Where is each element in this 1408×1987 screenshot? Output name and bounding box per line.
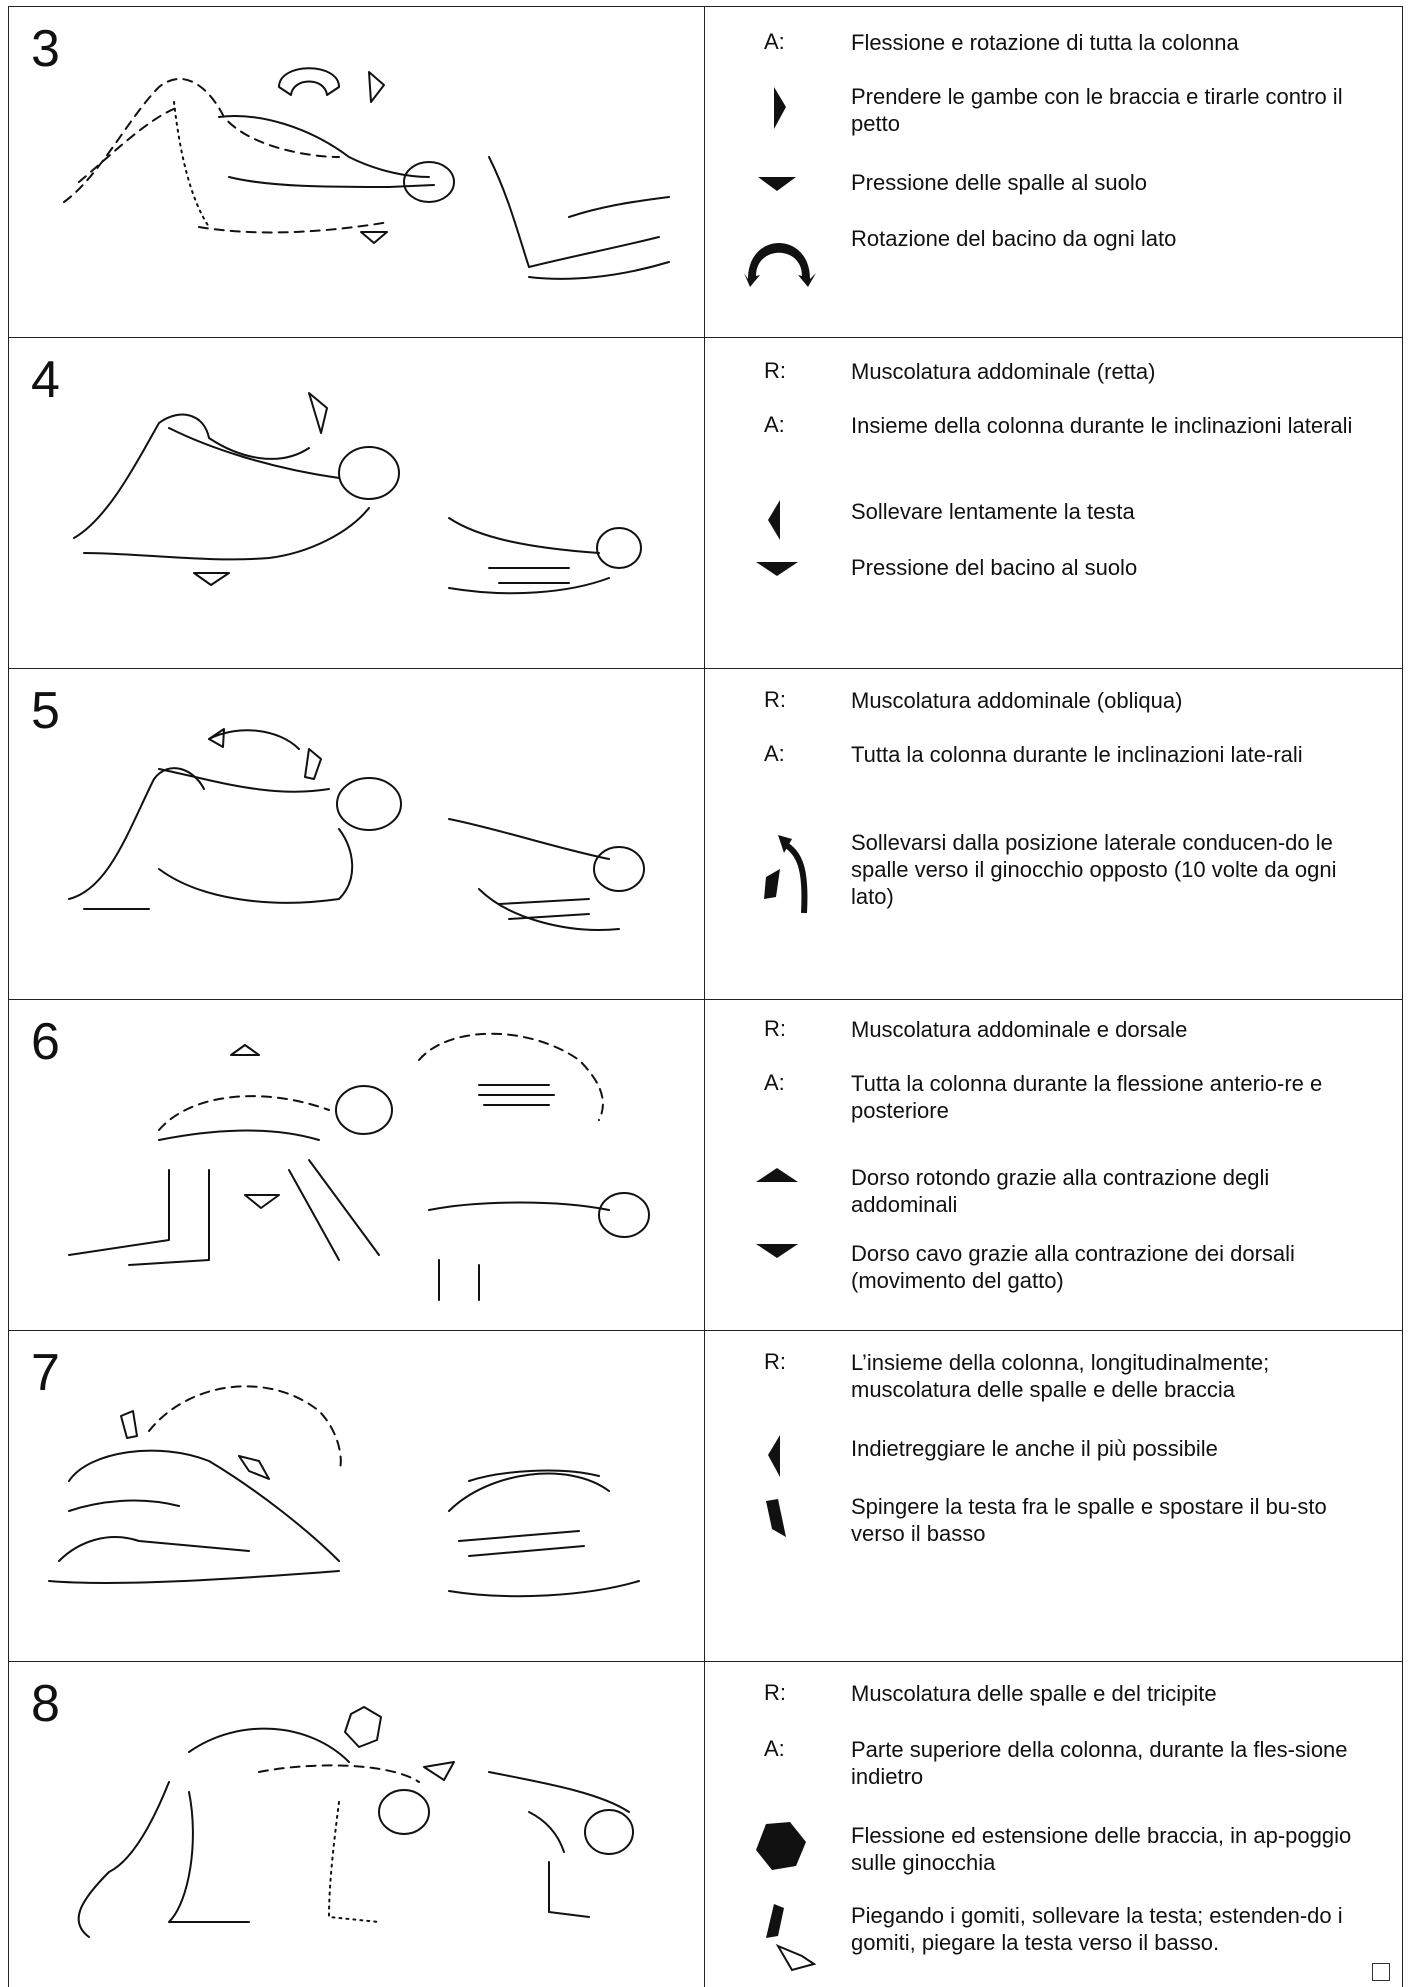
exercise-illustration: [63, 67, 670, 280]
illustration-panel: 8: [9, 1662, 705, 1987]
description-panel: R: Muscolatura addominale e dorsale A: T…: [706, 1000, 1402, 1330]
item-code: A:: [764, 29, 785, 54]
item-text: Sollevarsi dalla posizione laterale cond…: [851, 830, 1337, 909]
exercise-sheet: 3 A: Flessione e rotazione di tutta: [8, 6, 1403, 1987]
exercise-row-8: 8 R: Muscolatura delle spalle e del tric…: [9, 1662, 1402, 1987]
exercise-illustration: [73, 392, 642, 595]
exercise-number: 6: [31, 1013, 60, 1071]
item-text: Parte superiore della colonna, durante l…: [851, 1737, 1348, 1789]
item-text: Dorso rotondo grazie alla contrazione de…: [851, 1165, 1270, 1217]
exercise-illustration: [77, 1706, 634, 1938]
item-text: Insieme della colonna durante le inclina…: [851, 413, 1353, 438]
exercise-row-7: 7 R: L’insieme della colonna, longitudin…: [9, 1331, 1402, 1662]
illustration-panel: 6: [9, 1000, 705, 1330]
exercise-number: 5: [31, 682, 60, 740]
description-panel: R: L’insieme della colonna, longitudinal…: [706, 1331, 1402, 1661]
item-text: Pressione del bacino al suolo: [851, 555, 1138, 580]
exercise-illustration: [48, 1385, 640, 1598]
item-code: R:: [764, 1680, 786, 1705]
arrow-down-icon: [758, 177, 796, 191]
exercise-row-3: 3 A: Flessione e rotazione di tutta: [9, 7, 1402, 338]
arrow-left-icon: [768, 1435, 780, 1477]
double-arrow-icon: [756, 1822, 806, 1870]
curved-lift-arrow-icon: [764, 835, 808, 914]
exercise-row-5: 5 R: Muscolatura addominale (obliqua): [9, 669, 1402, 1000]
item-code: R:: [764, 687, 786, 712]
arrow-left-icon: [768, 500, 780, 540]
exercise-row-6: 6 R: Muscolatura addominale: [9, 1000, 1402, 1331]
description-panel: R: Muscolatura addominale (retta) A: Ins…: [706, 338, 1402, 668]
head-lift-arrows-icon: [766, 1904, 816, 1972]
item-code: A:: [764, 741, 785, 766]
item-text: Spingere la testa fra le spalle e sposta…: [851, 1494, 1327, 1546]
exercise-number: 7: [31, 1344, 60, 1402]
item-text: Prendere le gambe con le braccia e tirar…: [851, 84, 1343, 136]
arrow-up-icon: [756, 1168, 798, 1182]
rotation-arc-icon: [744, 243, 816, 287]
item-code: A:: [764, 412, 785, 437]
arrow-down-left-icon: [766, 1499, 786, 1537]
exercise-row-4: 4 R: Muscolatura addominale (retta) A:: [9, 338, 1402, 669]
exercise-number: 4: [31, 351, 60, 409]
item-text: Muscolatura addominale (obliqua): [851, 688, 1183, 713]
item-code: A:: [764, 1070, 785, 1095]
item-text: Flessione ed estensione delle braccia, i…: [851, 1823, 1352, 1875]
illustration-panel: 5: [9, 669, 705, 999]
description-panel: A: Flessione e rotazione di tutta la col…: [706, 7, 1402, 337]
item-code: R:: [764, 1349, 786, 1374]
exercise-illustration: [68, 728, 645, 931]
end-square-icon: [1372, 1963, 1390, 1981]
item-code: R:: [764, 358, 786, 383]
item-text: Tutta la colonna durante le inclinazioni…: [851, 742, 1303, 767]
item-text: Tutta la colonna durante la flessione an…: [851, 1071, 1323, 1123]
item-text: Muscolatura addominale e dorsale: [851, 1017, 1188, 1042]
arrow-down-icon: [756, 562, 798, 576]
item-code: R:: [764, 1016, 786, 1041]
item-text: Pressione delle spalle al suolo: [851, 170, 1147, 195]
arrow-down-icon: [756, 1244, 798, 1258]
item-code: A:: [764, 1736, 785, 1761]
item-text: Indietreggiare le anche il più possibile: [851, 1436, 1218, 1461]
arrow-right-icon: [774, 87, 786, 129]
item-text: Muscolatura delle spalle e del tricipite: [851, 1681, 1217, 1706]
item-text: Piegando i gomiti, sollevare la testa; e…: [851, 1903, 1343, 1955]
item-text: Flessione e rotazione di tutta la colonn…: [851, 30, 1239, 55]
item-text: Sollevare lentamente la testa: [851, 499, 1135, 524]
item-text: Dorso cavo grazie alla contrazione dei d…: [851, 1241, 1295, 1293]
illustration-panel: 7: [9, 1331, 705, 1661]
illustration-panel: 3: [9, 7, 705, 337]
exercise-illustration: [68, 1032, 650, 1301]
item-text: Muscolatura addominale (retta): [851, 359, 1156, 384]
exercise-number: 3: [31, 20, 60, 78]
description-panel: R: Muscolatura delle spalle e del tricip…: [706, 1662, 1402, 1987]
item-text: L’insieme della colonna, longitudinalmen…: [851, 1350, 1270, 1402]
description-panel: R: Muscolatura addominale (obliqua) A: T…: [706, 669, 1402, 999]
item-text: Rotazione del bacino da ogni lato: [851, 226, 1177, 251]
illustration-panel: 4: [9, 338, 705, 668]
exercise-number: 8: [31, 1675, 60, 1733]
